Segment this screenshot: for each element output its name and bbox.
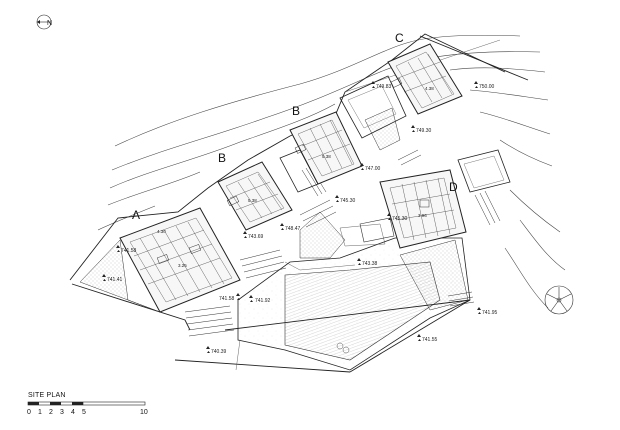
north-arrow-icon [36, 14, 52, 30]
stairs [184, 149, 501, 337]
block-label-c: C [395, 31, 404, 45]
elevation-749-30: 749.30 [416, 128, 432, 134]
terrain-contours [97, 34, 566, 309]
elevation-743-38: 743.38 [362, 261, 378, 267]
elevation-741-92: 741.92 [255, 298, 271, 304]
elevation-747-00: 747.00 [365, 166, 381, 172]
room-dim-4-30: 4.30 [157, 229, 166, 234]
room-dim-3-96: 3.96 [418, 213, 427, 218]
elevation-743-69: 743.69 [248, 234, 264, 240]
building-c [339, 43, 463, 139]
elevation-740-39: 740.39 [211, 349, 227, 355]
room-dim-5-38-a: 5.38 [248, 198, 257, 203]
north-label: N [47, 20, 52, 27]
scale-tick-10: 10 [140, 409, 148, 416]
elevation-748-47: 748.47 [285, 226, 301, 232]
elevation-741-58-a: 741.58 [121, 248, 137, 254]
room-dim-4-38: 4.38 [425, 86, 434, 91]
room-dim-5-38-b: 5.38 [322, 154, 331, 159]
scale-tick-0: 0 [27, 409, 31, 416]
scale-bar [27, 401, 146, 406]
building-d [359, 149, 511, 249]
drawing-title: SITE PLAN [28, 392, 66, 399]
block-label-b2: B [292, 104, 300, 118]
scale-tick-2: 2 [49, 409, 53, 416]
block-label-d: D [449, 180, 458, 194]
elevation-741-95: 741.95 [482, 310, 498, 316]
elevation-741-58-b: 741.58 [219, 296, 235, 302]
building-a [119, 207, 241, 313]
building-b1 [217, 161, 293, 231]
tree-icon [544, 285, 574, 315]
building-b2 [279, 111, 363, 193]
block-label-b1: B [218, 151, 226, 165]
elevation-749-83: 749.83 [376, 84, 392, 90]
elevation-745-30-a: 745.30 [340, 198, 356, 204]
scale-tick-3: 3 [60, 409, 64, 416]
scale-tick-1: 1 [38, 409, 42, 416]
scale-tick-5: 5 [82, 409, 86, 416]
terraces [79, 107, 471, 373]
planter-icon [336, 342, 350, 354]
elevation-741-41: 741.41 [107, 277, 123, 283]
block-label-a: A [132, 208, 140, 222]
scale-tick-4: 4 [71, 409, 75, 416]
elevation-741-55: 741.55 [422, 337, 438, 343]
elevation-markers [102, 81, 481, 353]
elevation-750-00: 750.00 [479, 84, 495, 90]
elevation-745-30-d: 745.30 [392, 216, 408, 222]
room-dim-3-25: 3.25 [178, 263, 187, 268]
